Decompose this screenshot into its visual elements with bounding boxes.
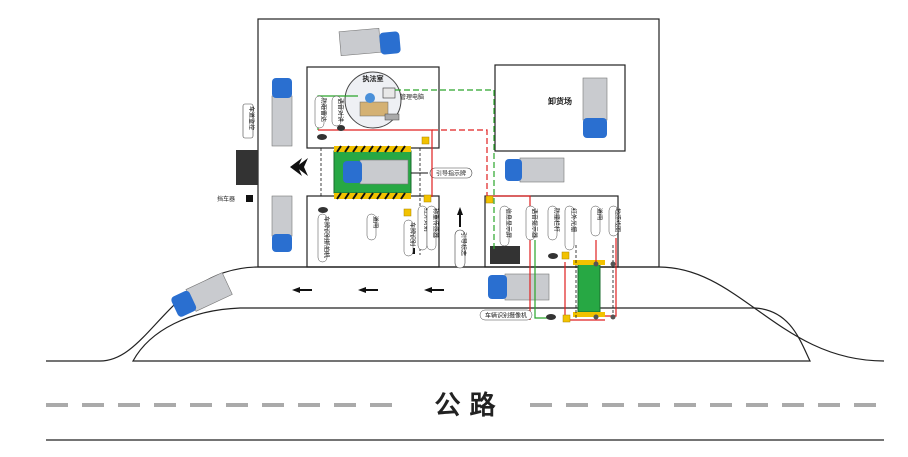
sign-post-left <box>242 103 254 139</box>
svg-text:红外光栅: 红外光栅 <box>570 208 578 232</box>
truck-top <box>338 27 401 57</box>
office-label: 执法室 <box>363 74 384 83</box>
cameras <box>317 125 558 320</box>
label-pill: 道闸 <box>590 205 604 237</box>
exit-hazard-top <box>573 260 605 265</box>
truck-road-left <box>171 272 233 317</box>
road-inner-island <box>131 307 811 362</box>
guide-board-label: 引导指示牌 <box>436 170 466 178</box>
svg-text:语音提示器: 语音提示器 <box>531 208 539 238</box>
info-screen-left <box>236 150 258 185</box>
label-pill: 防砸雷达 <box>314 95 328 129</box>
junction-boxes <box>403 136 571 323</box>
svg-text:车道监控: 车道监控 <box>248 106 256 130</box>
computer-label: 管理电脑 <box>400 93 424 101</box>
svg-text:道闸: 道闸 <box>372 216 380 228</box>
label-pill: 称重传感器 <box>426 205 440 251</box>
label-pill: 车牌识别抓拍机 <box>317 213 331 263</box>
truck-left-upper <box>271 78 293 147</box>
unload-label: 卸货场 <box>548 96 572 106</box>
info-screen-right <box>490 246 520 264</box>
truck-exit <box>505 157 565 183</box>
svg-text:地感线圈: 地感线圈 <box>614 208 622 232</box>
label-pill: 车道监控 <box>248 106 256 130</box>
svg-text:信息显示屏: 信息显示屏 <box>505 208 513 238</box>
hazard-stripe-bottom <box>334 193 411 199</box>
truck-on-scale <box>343 159 409 185</box>
road-label: 公 路 <box>434 390 496 421</box>
computer-icon <box>382 87 396 99</box>
direction-chevron-icon <box>290 158 308 176</box>
printer-icon <box>384 113 400 121</box>
operator-icon <box>365 93 375 103</box>
svg-text:道闸: 道闸 <box>596 208 604 220</box>
label-pill: 道闸 <box>366 213 380 241</box>
truck-road-right <box>488 273 550 301</box>
label-pill: 引导标志 <box>460 232 468 256</box>
label-pill: 防撞栏杆 <box>547 205 561 241</box>
svg-text:语音对讲: 语音对讲 <box>337 98 345 122</box>
label-pill: 语音提示器 <box>525 205 539 241</box>
svg-text:引导标志: 引导标志 <box>460 232 468 256</box>
svg-text:车牌识别抓拍机: 车牌识别抓拍机 <box>323 216 331 258</box>
vertical-labels: 防砸雷达 语音对讲 车牌识别抓拍机 道闸 车牌识别 红外对射 称重传感器 引导标… <box>248 95 622 263</box>
flow-arrows <box>292 207 463 293</box>
svg-text:防砸雷达: 防砸雷达 <box>320 98 328 122</box>
exit-hazard-bottom <box>573 312 605 317</box>
guide-board-pill <box>429 167 473 179</box>
vehicle-camera-pill <box>479 309 533 321</box>
svg-text:车牌识别: 车牌识别 <box>409 222 417 246</box>
office-desk <box>359 101 389 117</box>
truck-unload <box>582 77 608 138</box>
weighbridge-exit <box>577 261 601 313</box>
label-pill: 车牌识别 <box>403 219 417 257</box>
vehicle-camera-label: 车辆识别摄像机 <box>485 312 527 320</box>
unloading-area <box>494 64 626 152</box>
hazard-stripes <box>336 145 406 200</box>
svg-text:防撞栏杆: 防撞栏杆 <box>553 208 561 232</box>
label-pill: 语音对讲 <box>331 95 345 127</box>
svg-text:称重传感器: 称重传感器 <box>432 208 440 238</box>
barrier-label: 挡车器 <box>217 195 235 203</box>
label-pill: 地感线圈 <box>608 205 622 237</box>
label-pill: 红外光栅 <box>564 205 578 251</box>
truck-left-lower <box>271 195 293 252</box>
hazard-stripe-top <box>334 146 411 152</box>
label-pill: 信息显示屏 <box>499 205 513 247</box>
svg-text:红外对射: 红外对射 <box>423 208 431 232</box>
guide-sign-pill <box>454 229 466 269</box>
barrier-device <box>246 195 253 202</box>
road-outer-edge <box>46 266 885 362</box>
